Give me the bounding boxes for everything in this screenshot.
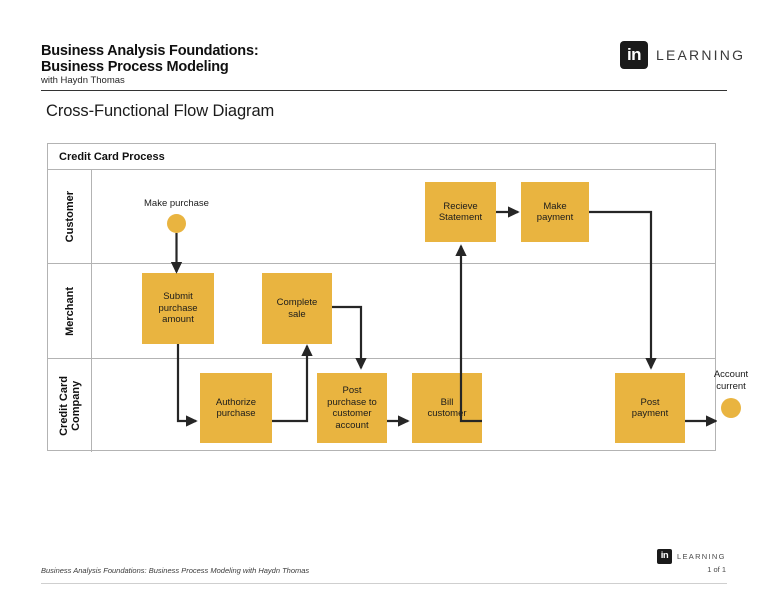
swimlane-customer: Customer Make purchase Recieve Statement… xyxy=(48,170,715,264)
slide-title: Cross-Functional Flow Diagram xyxy=(46,102,275,120)
footer-divider xyxy=(41,583,727,584)
footer-course-text: Business Analysis Foundations: Business … xyxy=(41,566,310,575)
page-header: Business Analysis Foundations: Business … xyxy=(0,0,768,92)
swimlane-label-merchant: Merchant xyxy=(63,286,76,336)
swimlane-label-credit-card-company: Credit Card Company xyxy=(57,375,82,436)
header-divider xyxy=(41,90,727,91)
node-recieve-statement[interactable]: Recieve Statement xyxy=(425,182,496,242)
course-author: with Haydn Thomas xyxy=(41,75,125,86)
pool-title-label: Credit Card Process xyxy=(59,150,165,163)
node-post-purchase-to-customer-account[interactable]: Post purchase to customer account xyxy=(317,373,387,443)
node-label-make-purchase: Make purchase xyxy=(144,198,209,209)
swimlane-body-customer: Make purchase Recieve Statement Make pay… xyxy=(92,170,715,263)
swimlane-credit-card-company: Credit Card Company Authorize purchase P… xyxy=(48,359,748,452)
swimlane-body-credit-card-company: Authorize purchase Post purchase to cust… xyxy=(92,359,748,452)
swimlane-header-credit-card-company: Credit Card Company xyxy=(48,359,92,452)
footer-learning-wordmark: LEARNING xyxy=(677,552,726,561)
learning-wordmark: LEARNING xyxy=(656,47,746,63)
swimlane-label-customer: Customer xyxy=(63,190,76,243)
swimlane-merchant: Merchant Submit purchase amount Complete… xyxy=(48,264,715,359)
node-complete-sale[interactable]: Complete sale xyxy=(262,273,332,344)
footer-linkedin-learning-logo: in LEARNING xyxy=(657,549,726,564)
node-label-account-current: Account current xyxy=(713,369,749,392)
node-post-payment[interactable]: Post payment xyxy=(615,373,685,443)
linkedin-in-icon: in xyxy=(620,41,648,69)
swimlane-body-merchant: Submit purchase amount Complete sale xyxy=(92,264,715,358)
linkedin-learning-logo: in LEARNING xyxy=(620,41,745,69)
end-event-account-current[interactable] xyxy=(721,398,741,418)
cross-functional-flow-diagram: Credit Card Process Customer Make purcha… xyxy=(47,143,748,452)
swimlane-header-merchant: Merchant xyxy=(48,264,92,358)
node-make-payment[interactable]: Make payment xyxy=(521,182,589,242)
page-number: 1 of 1 xyxy=(707,565,726,574)
start-event-make-purchase[interactable] xyxy=(167,214,186,233)
pool-title-bar: Credit Card Process xyxy=(48,144,715,170)
footer-linkedin-in-icon: in xyxy=(657,549,672,564)
course-title: Business Analysis Foundations: Business … xyxy=(41,43,259,75)
node-submit-purchase-amount[interactable]: Submit purchase amount xyxy=(142,273,214,344)
swimlane-header-customer: Customer xyxy=(48,170,92,263)
node-authorize-purchase[interactable]: Authorize purchase xyxy=(200,373,272,443)
node-bill-customer[interactable]: Bill customer xyxy=(412,373,482,443)
